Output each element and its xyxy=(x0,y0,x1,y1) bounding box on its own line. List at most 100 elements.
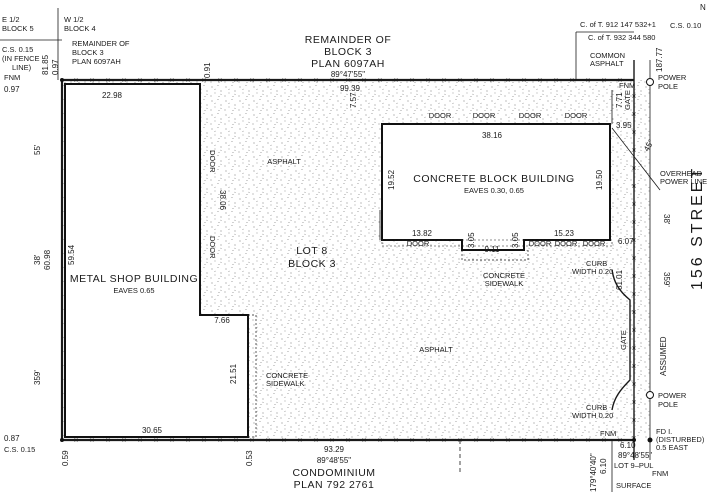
label-in-fence: (IN FENCE xyxy=(2,54,40,63)
dim-0-97-b: 0.97 xyxy=(51,59,60,75)
fence-x-mark xyxy=(410,78,414,82)
fence-x-mark xyxy=(74,78,78,82)
fence-x-mark xyxy=(632,166,636,170)
label-bearing-bottom-right: 89°48'55" xyxy=(618,451,652,460)
label-eaves-metal: EAVES 0.65 xyxy=(113,286,154,295)
label-surface: SURFACE xyxy=(616,481,651,490)
fence-x-mark xyxy=(202,78,206,82)
fence-x-mark xyxy=(522,78,526,82)
fence-x-mark xyxy=(442,78,446,82)
label-bearing-bottom: 89°48'55" xyxy=(317,456,351,465)
fence-x-mark xyxy=(538,78,542,82)
dim-19-50: 19.50 xyxy=(595,169,604,190)
fence-x-mark xyxy=(138,438,142,442)
label-concrete-front: CONCRETE xyxy=(483,271,525,280)
dim-38-06: 38.06 xyxy=(218,190,227,211)
dim-13-82: 13.82 xyxy=(412,229,433,238)
dim-21-51: 21.51 xyxy=(229,363,238,384)
fence-x-mark xyxy=(474,438,478,442)
label-door-cb-3: DOOR xyxy=(519,111,542,120)
fence-x-mark xyxy=(442,438,446,442)
fence-x-mark xyxy=(632,292,636,296)
label-power-pole-n2: POLE xyxy=(658,82,678,91)
label-remainder-top-3: PLAN 6097AH xyxy=(311,58,385,70)
fence-x-mark xyxy=(90,78,94,82)
label-metal-shop: METAL SHOP BUILDING xyxy=(70,273,198,285)
fence-x-mark xyxy=(362,78,366,82)
fnm-marker-nw xyxy=(60,78,64,82)
label-fd-1: FD I. xyxy=(656,427,672,436)
fence-x-mark xyxy=(282,438,286,442)
fence-x-mark xyxy=(490,78,494,82)
fence-x-mark xyxy=(632,364,636,368)
fence-x-mark xyxy=(154,78,158,82)
label-block-5: BLOCK 5 xyxy=(2,24,34,33)
fence-x-mark xyxy=(410,438,414,442)
label-power-pole-n: POWER xyxy=(658,73,687,82)
dim-359-ft-left: 359' xyxy=(33,370,42,385)
fence-x-mark xyxy=(426,78,430,82)
north-arrow-label: N xyxy=(700,3,706,12)
sidewalk-left xyxy=(247,314,257,438)
dim-359-ft-right: 359' xyxy=(662,272,671,287)
curb-line xyxy=(611,269,631,411)
fence-x-mark xyxy=(618,78,622,82)
label-assumed: ASSUMED xyxy=(659,336,668,376)
dim-61-01: 61.01 xyxy=(615,269,624,290)
fence-x-mark xyxy=(266,438,270,442)
fence-x-mark xyxy=(186,78,190,82)
dim-0-97: 0.97 xyxy=(4,85,20,94)
fence-x-mark xyxy=(138,78,142,82)
label-remainder-top-1: REMAINDER OF xyxy=(305,34,392,46)
fence-x-mark xyxy=(632,184,636,188)
fence-x-mark xyxy=(632,238,636,242)
label-fnm-nw: FNM xyxy=(4,73,20,82)
fence-x-mark xyxy=(632,328,636,332)
dim-22-98: 22.98 xyxy=(102,91,123,100)
label-concrete-block-building: CONCRETE BLOCK BUILDING xyxy=(413,173,574,185)
label-curb-width-1: WIDTH 0.20 xyxy=(572,267,613,276)
label-overhead-power-line: POWER LINE xyxy=(660,177,707,186)
label-condo-plan: PLAN 792 2761 xyxy=(294,479,375,491)
label-fnm-bottom: FNM xyxy=(652,469,668,478)
label-sidewalk-front: SIDEWALK xyxy=(485,279,523,288)
label-door-cb-2: DOOR xyxy=(473,111,496,120)
fence-x-mark xyxy=(602,438,606,442)
fence-x-mark xyxy=(632,220,636,224)
fence-x-mark xyxy=(314,438,318,442)
label-fnm-ne: FNM xyxy=(619,81,635,90)
fence-x-mark xyxy=(554,438,558,442)
label-gate-south: GATE xyxy=(619,330,628,350)
fence-x-mark xyxy=(632,382,636,386)
fence-x-mark xyxy=(378,78,382,82)
dim-7-66: 7.66 xyxy=(214,316,230,325)
dim-93-29: 93.29 xyxy=(324,445,345,454)
label-cot-1: C. of T. 912 147 532+1 xyxy=(580,20,656,29)
marker-sw xyxy=(60,438,64,442)
fence-x-mark xyxy=(234,78,238,82)
label-eaves-concrete: EAVES 0.30, 0.65 xyxy=(464,186,524,195)
fence-x-mark xyxy=(570,78,574,82)
dim-38-ft-right: 38' xyxy=(662,214,671,225)
fence-x-mark xyxy=(632,346,636,350)
dim-3-95: 3.95 xyxy=(616,121,632,130)
label-common-asphalt: ASPHALT xyxy=(590,59,624,68)
fence-x-mark xyxy=(234,438,238,442)
dim-60-98: 60.98 xyxy=(43,249,52,270)
road-area xyxy=(614,80,650,440)
fence-x-mark xyxy=(218,78,222,82)
label-common: COMMON xyxy=(590,51,625,60)
fence-x-mark xyxy=(394,78,398,82)
fence-x-mark xyxy=(298,438,302,442)
dim-38-16: 38.16 xyxy=(482,131,503,140)
fence-x-mark xyxy=(346,438,350,442)
fence-x-mark xyxy=(632,202,636,206)
label-door-cb-4: DOOR xyxy=(565,111,588,120)
fence-x-mark xyxy=(632,94,636,98)
fence-x-mark xyxy=(90,438,94,442)
label-power-pole-s2: POLE xyxy=(658,400,678,409)
label-door-shop-2: DOOR xyxy=(208,236,217,259)
power-pole-north xyxy=(646,78,654,86)
label-fd-3: 0.5 EAST xyxy=(656,443,689,452)
